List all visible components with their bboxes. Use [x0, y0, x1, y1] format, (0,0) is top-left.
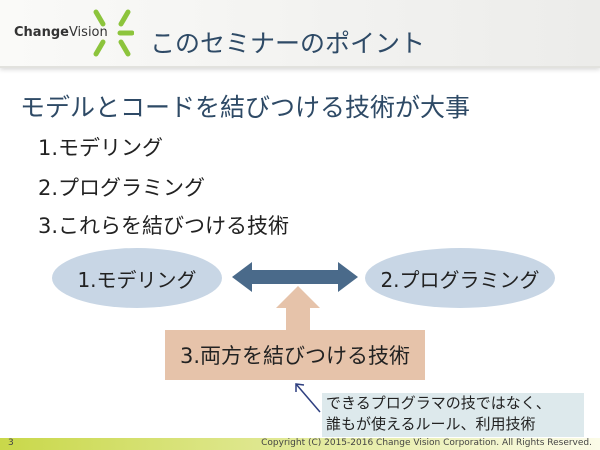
modeling-ellipse: 1.モデリング [52, 248, 222, 308]
note-callout: できるプログラマの技ではなく、 誰もが使えるルール、利用技術 [322, 393, 584, 437]
copyright: Copyright (C) 2015-2016 Change Vision Co… [261, 438, 592, 448]
double-arrow [232, 262, 358, 292]
logo: ChangeVision [14, 25, 108, 40]
list-item: 3.これらを結びつける技術 [38, 214, 290, 238]
list-item: 1.モデリング [38, 136, 164, 160]
up-arrow [276, 286, 320, 330]
programming-ellipse: 2.プログラミング [365, 248, 555, 308]
page-number: 3 [8, 438, 14, 448]
slide-header: ChangeVision このセミナーのポイント [0, 0, 600, 68]
footer: 3 Copyright (C) 2015-2016 Change Vision … [0, 438, 600, 450]
list-item: 2.プログラミング [38, 176, 206, 200]
slide-title: このセミナーのポイント [150, 29, 426, 58]
logo-spark-icon [93, 9, 134, 57]
combine-box: 3.両方を結びつける技術 [165, 330, 425, 380]
pointer-arrow [295, 383, 321, 413]
main-heading: モデルとコードを結びつける技術が大事 [20, 93, 471, 122]
